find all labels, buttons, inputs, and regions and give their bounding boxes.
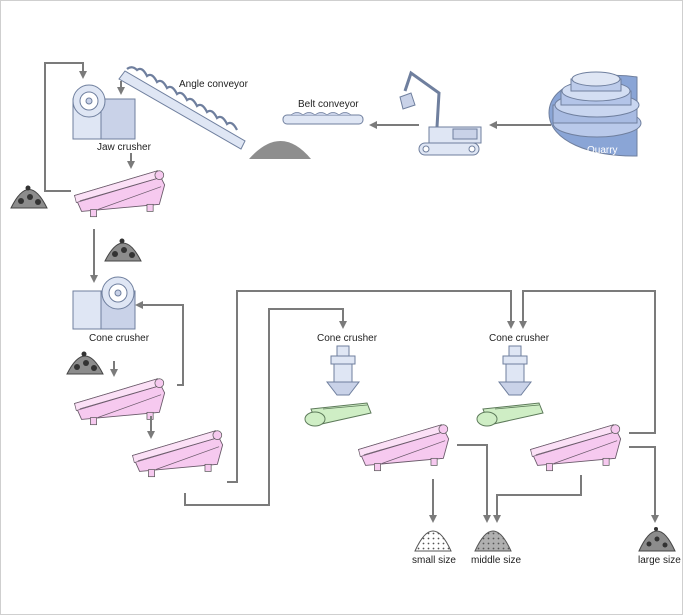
- small-size-pile-icon: [414, 530, 452, 552]
- small-size-label: small size: [412, 555, 456, 566]
- cone-crusher-right-label: Cone crusher: [489, 333, 550, 344]
- angle-conveyor-label: Angle conveyor: [179, 79, 249, 90]
- vibrating-screen-4: [358, 424, 450, 472]
- rock-pile-icon-1: [10, 185, 48, 209]
- belt-conveyor-label: Belt conveyor: [298, 99, 359, 110]
- angle-conveyor-icon: [118, 66, 246, 150]
- cone-crusher-left-icon: [72, 276, 136, 330]
- cone-crusher-right-icon: [497, 345, 533, 396]
- feeder-middle-icon: [304, 402, 372, 427]
- quarry-label: Quarry: [587, 145, 618, 156]
- cone-crusher-middle-label: Cone crusher: [317, 333, 378, 344]
- vibrating-screen-5: [530, 424, 622, 472]
- rock-pile-icon-3: [66, 351, 104, 375]
- jaw-crusher-label: Jaw crusher: [97, 142, 152, 153]
- middle-size-label: middle size: [471, 555, 521, 566]
- stockpile-icon: [249, 141, 311, 159]
- large-size-label: large size: [638, 555, 681, 566]
- vibrating-screen-3: [132, 430, 224, 478]
- cone-crusher-left-label: Cone crusher: [89, 333, 150, 344]
- vibrating-screen-1: [74, 170, 166, 218]
- excavator-icon: [399, 70, 482, 156]
- quarry-icon: [548, 71, 642, 157]
- rock-pile-icon-2: [104, 238, 142, 262]
- feeder-right-icon: [476, 402, 544, 427]
- flow-lines: [44, 62, 659, 523]
- middle-size-pile-texture: [475, 531, 511, 551]
- cone-crusher-middle-icon: [325, 345, 361, 396]
- belt-conveyor-icon: [282, 112, 364, 125]
- jaw-crusher-icon: [72, 84, 136, 140]
- large-size-pile-icon: [638, 527, 676, 552]
